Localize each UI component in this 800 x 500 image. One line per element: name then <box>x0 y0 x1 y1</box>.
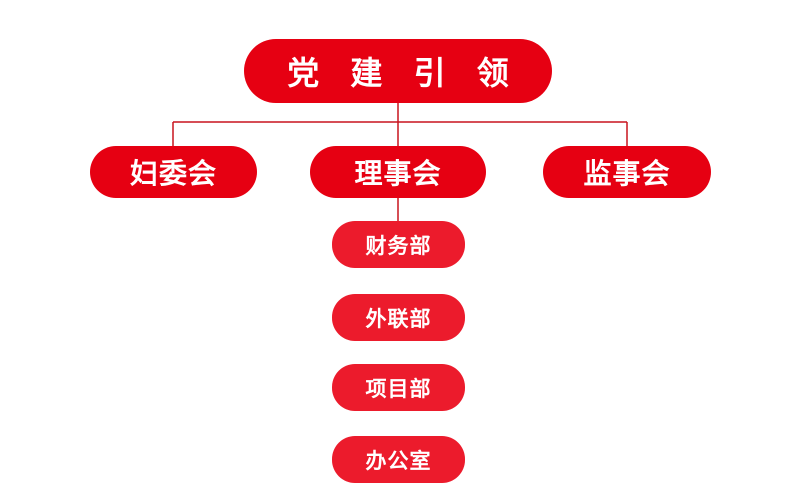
party-leadership-node: 党 建 引 领 <box>244 39 552 103</box>
external-relations-department-node: 外联部 <box>332 294 465 341</box>
womens-committee-node: 妇委会 <box>90 146 257 198</box>
office-node: 办公室 <box>332 436 465 483</box>
board-of-supervisors-node: 监事会 <box>543 146 711 198</box>
board-of-directors-node: 理事会 <box>310 146 486 198</box>
finance-department-node: 财务部 <box>332 221 465 268</box>
project-department-node: 项目部 <box>332 364 465 411</box>
